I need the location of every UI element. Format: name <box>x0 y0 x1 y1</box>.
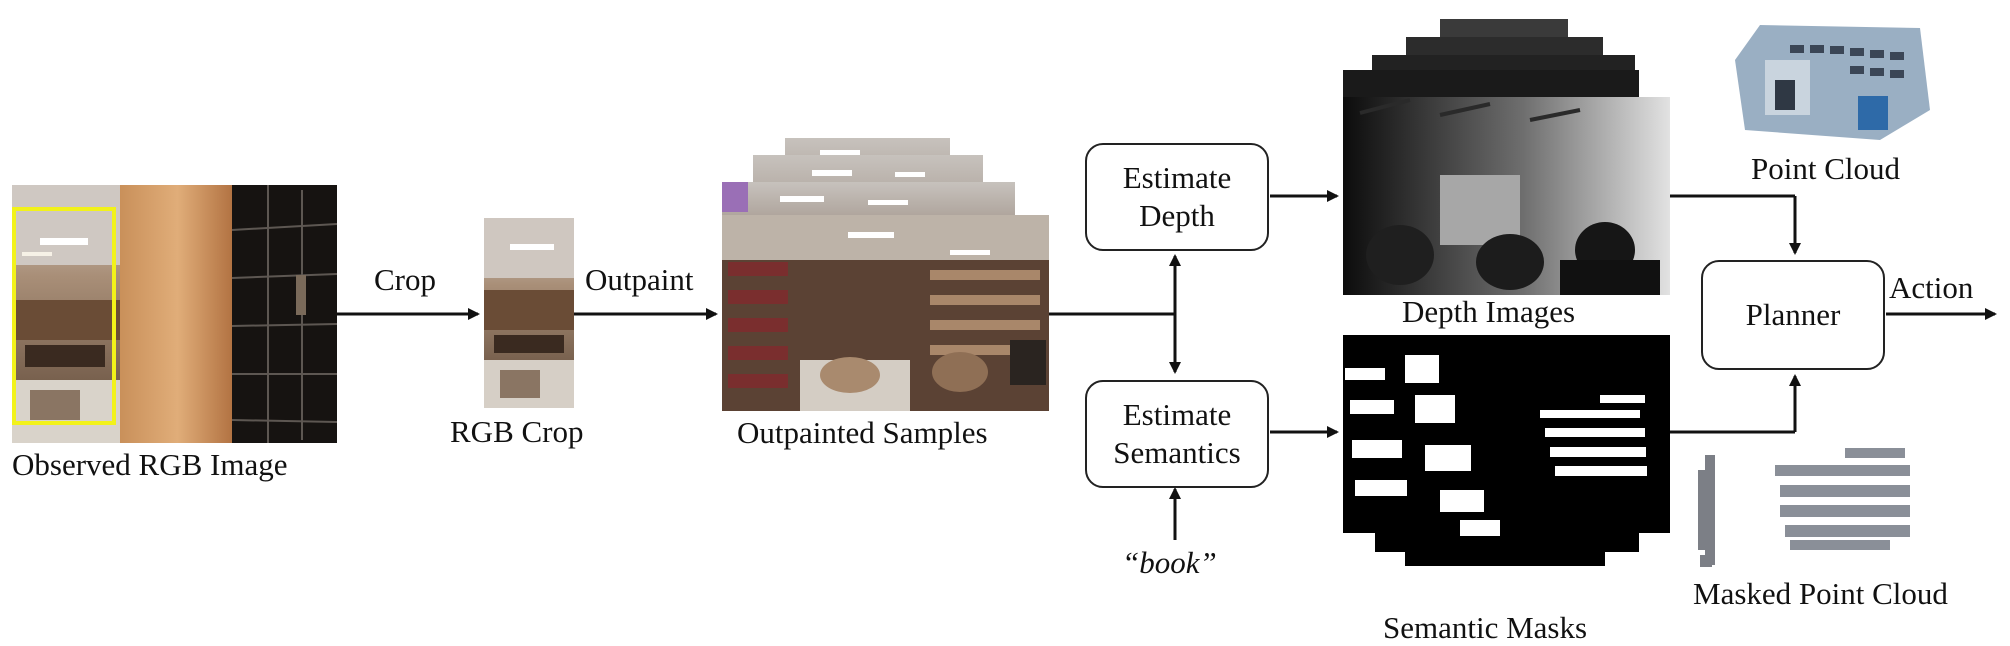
crop-step-label: Crop <box>374 262 436 297</box>
action-label: Action <box>1889 270 1974 305</box>
point-cloud-render <box>1730 20 1930 142</box>
masked-point-cloud-caption: Masked Point Cloud <box>1693 576 1948 611</box>
planner-box: Planner <box>1701 260 1885 370</box>
estimate-depth-line-1: Estimate <box>1122 160 1232 195</box>
planner-label: Planner <box>1745 297 1841 332</box>
outpainted-samples-caption: Outpainted Samples <box>737 415 988 450</box>
estimate-semantics-line-2: Semantics <box>1113 435 1241 470</box>
semantic-masks-caption: Semantic Masks <box>1383 610 1588 645</box>
rgb-crop-image <box>484 218 574 408</box>
semantic-masks-stack <box>1343 335 1670 566</box>
estimate-semantics-box: Estimate Semantics <box>1085 380 1269 488</box>
point-cloud-caption: Point Cloud <box>1751 151 1901 186</box>
estimate-depth-box: Estimate Depth <box>1085 143 1269 251</box>
rgb-crop-caption: RGB Crop <box>450 414 584 449</box>
observed-rgb-image-caption: Observed RGB Image <box>12 447 288 482</box>
masked-point-cloud-render <box>1698 448 1910 567</box>
estimate-semantics-line-1: Estimate <box>1122 397 1232 432</box>
depth-images-stack <box>1343 19 1670 295</box>
depth-images-caption: Depth Images <box>1402 294 1576 329</box>
connector-arrows <box>337 190 1997 540</box>
outpainted-samples-stack <box>722 138 1049 411</box>
estimate-depth-line-2: Depth <box>1139 198 1215 233</box>
observed-rgb-image <box>12 185 338 443</box>
query-text: “book” <box>1122 545 1217 580</box>
outpaint-step-label: Outpaint <box>585 262 694 297</box>
